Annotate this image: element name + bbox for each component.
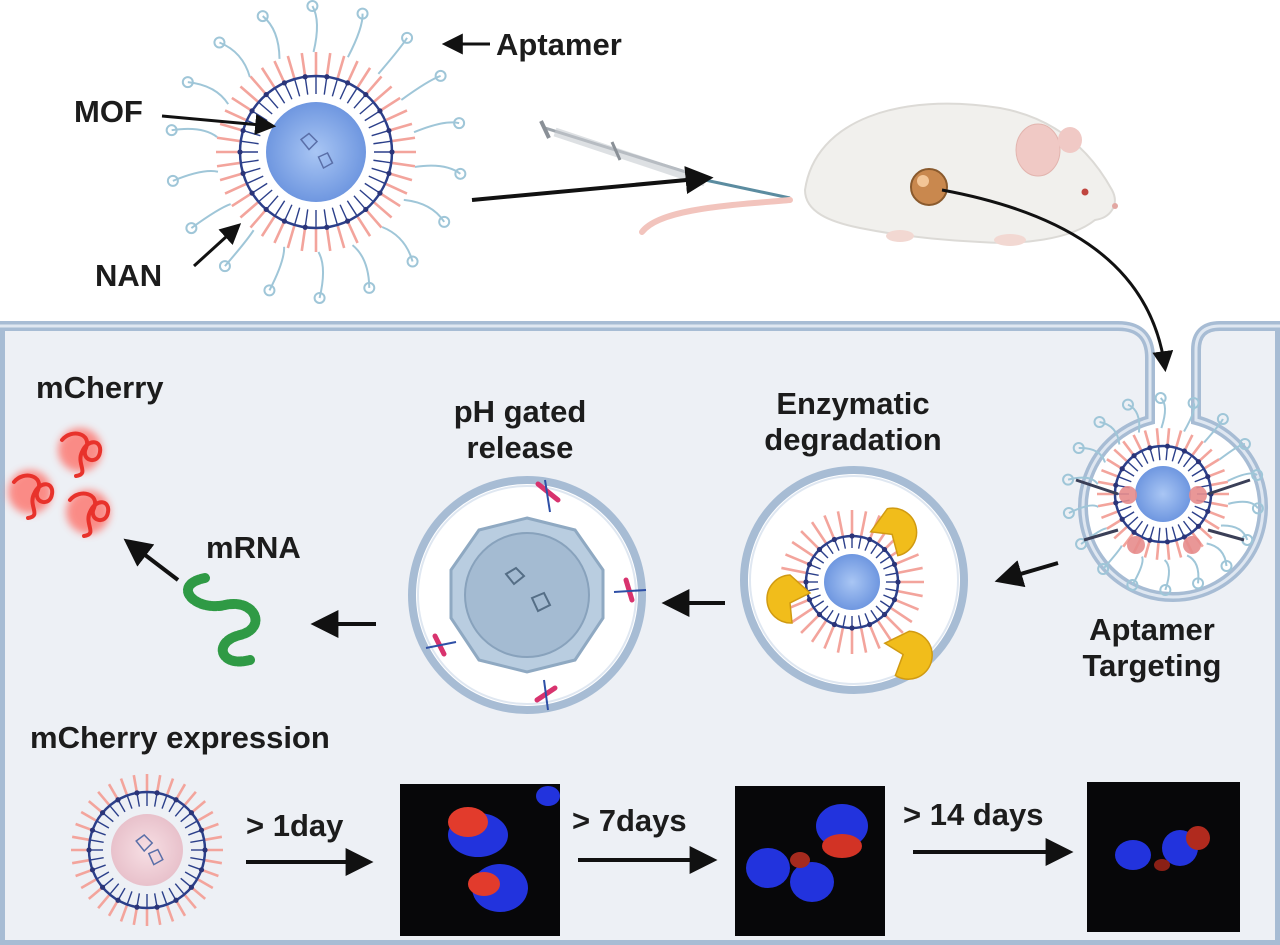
mrna-icon: [183, 573, 261, 667]
label-aptamer-targeting: Aptamer Targeting: [1062, 612, 1242, 683]
label-nan: NAN: [95, 258, 163, 293]
label-mof: MOF: [74, 94, 143, 129]
channel-proteins: [425, 479, 647, 711]
label-targeting: Targeting: [1082, 647, 1222, 683]
label-enzymatic-degradation: Enzymatic degradation: [738, 386, 968, 457]
label-degradation: degradation: [764, 421, 942, 457]
label-mrna: mRNA: [206, 530, 301, 565]
timeline-label-7days: > 7days: [572, 803, 687, 838]
receptor-icons: [1075, 478, 1251, 542]
enzyme-icons: [766, 507, 933, 680]
timeline-label-14days: > 14 days: [903, 797, 1044, 832]
nanoparticle-nan: [165, 0, 467, 304]
label-aptamer-t: Aptamer: [1089, 612, 1215, 647]
label-enzymatic: Enzymatic: [776, 386, 930, 421]
syringe-icon: [539, 120, 791, 200]
label-ph-gated: pH gated: [453, 394, 587, 429]
microscopy-panel-1day: [400, 784, 560, 936]
mcherry-protein-icons: [8, 428, 111, 538]
microscopy-panel-7days: [735, 786, 885, 936]
label-aptamer: Aptamer: [496, 27, 622, 62]
mouse-icon: [639, 102, 1118, 246]
timeline-label-1day: > 1day: [246, 808, 344, 843]
nanoparticle-expression: [71, 774, 223, 926]
microscopy-panel-14days: [1087, 782, 1240, 932]
label-ph-gated-release: pH gated release: [420, 394, 620, 465]
label-mcherry: mCherry: [36, 370, 164, 405]
label-mcherry-expression: mCherry expression: [30, 720, 330, 755]
label-release: release: [466, 429, 574, 465]
